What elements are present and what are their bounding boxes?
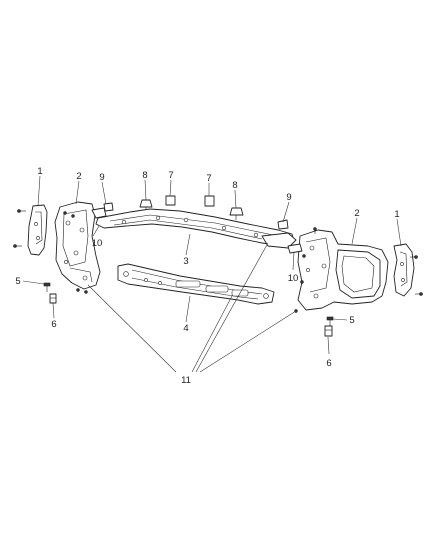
left-clip-nut: [49, 293, 57, 304]
left-clip-7: [165, 195, 176, 206]
callout-10-left: 10: [92, 238, 103, 249]
right-clip-9: [277, 219, 289, 230]
callout-labels: 1 2 9 8 7 7 8 9 2 1 10 3 10 5 6 4 5 6 11: [15, 166, 399, 386]
left-small-clips: [63, 211, 88, 294]
callout-10-right: 10: [288, 273, 299, 284]
callout-5-left: 5: [15, 276, 20, 287]
callout-7-left: 7: [168, 170, 173, 181]
left-clip-9: [103, 202, 114, 212]
callout-9-left: 9: [99, 172, 104, 183]
right-push-pin: [326, 316, 334, 326]
callout-6-right: 6: [326, 358, 331, 369]
callout-6-left: 6: [51, 319, 56, 330]
callout-3: 3: [183, 256, 188, 267]
callout-7-right: 7: [206, 173, 211, 184]
callout-5-right: 5: [349, 315, 354, 326]
callout-8-left: 8: [142, 170, 147, 181]
callout-8-right: 8: [232, 180, 237, 191]
callout-11: 11: [181, 375, 191, 386]
right-screws: [410, 255, 423, 296]
lower-crossmember: [117, 263, 275, 305]
right-clip-nut: [324, 325, 333, 337]
left-headlamp-panel: [54, 201, 101, 290]
right-panel-bracket-10: [287, 243, 303, 254]
right-clip-8: [229, 207, 244, 220]
callout-1-right: 1: [394, 209, 399, 220]
left-push-pin: [43, 282, 51, 292]
right-clip-7: [204, 195, 215, 207]
right-side-bracket: [393, 243, 415, 297]
callout-2-right: 2: [354, 208, 359, 219]
callout-2-left: 2: [76, 171, 81, 182]
right-headlamp-panel: [297, 229, 389, 311]
callout-9-right: 9: [286, 192, 291, 203]
left-panel-bracket-9: [91, 207, 107, 219]
left-screws: [13, 209, 26, 248]
leader-lines: [22, 175, 402, 373]
left-side-bracket: [27, 204, 48, 256]
callout-1-left: 1: [37, 166, 42, 177]
upper-crossmember: [95, 208, 297, 249]
callout-4: 4: [183, 323, 188, 334]
